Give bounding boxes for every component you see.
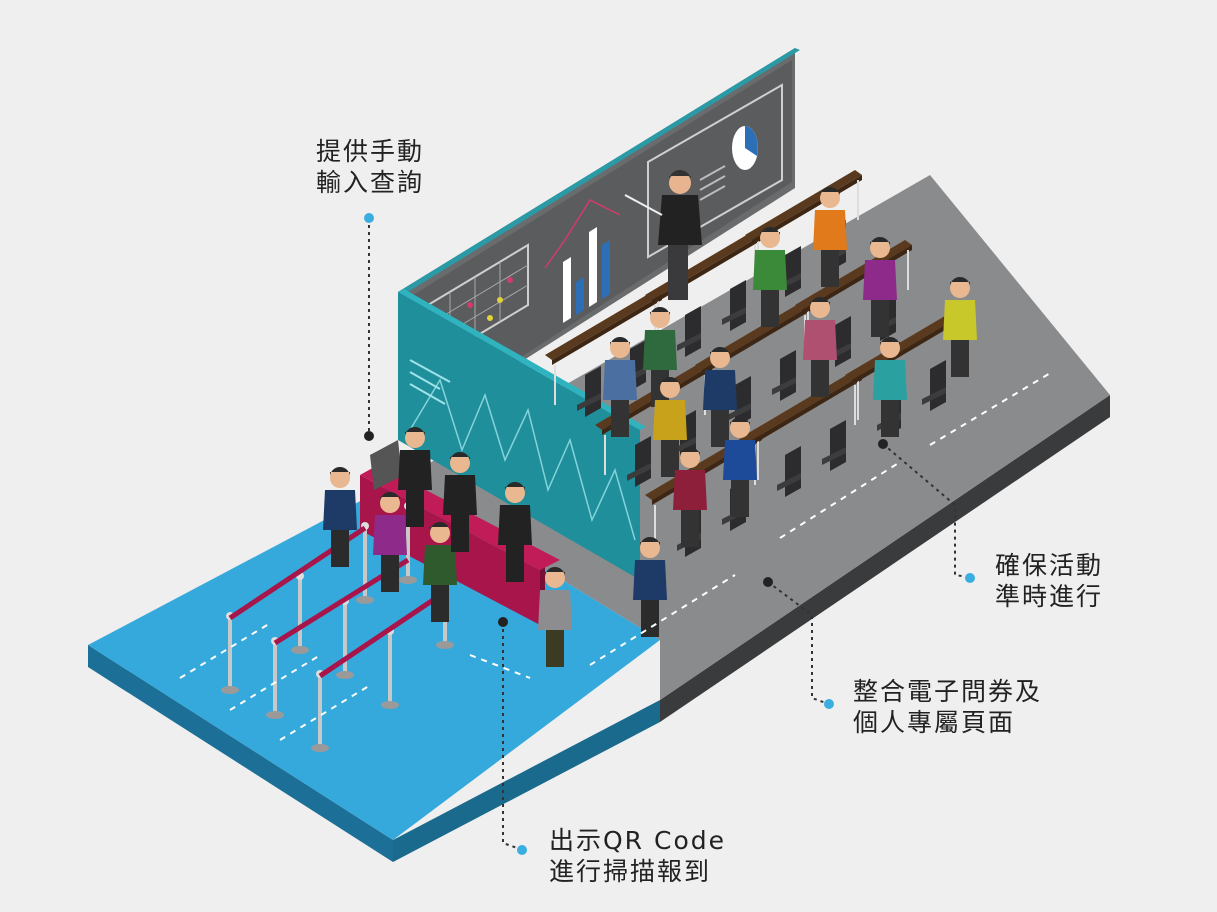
person-figure <box>633 536 667 637</box>
callout-line: 確保活動 <box>995 551 1104 580</box>
person-figure <box>813 186 847 287</box>
flow-arrows <box>179 371 1053 741</box>
callout-line: 輸入查詢 <box>316 168 425 197</box>
desk-top <box>845 310 962 380</box>
people <box>323 186 977 667</box>
person-figure <box>603 336 637 437</box>
person-figure <box>538 566 572 667</box>
person-figure <box>323 466 357 567</box>
callout-on-time: 確保活動 準時進行 <box>995 550 1103 612</box>
person-figure <box>873 336 907 437</box>
presenter <box>624 169 702 300</box>
chair <box>930 360 946 411</box>
entrance-wall <box>398 289 646 580</box>
chair <box>830 420 846 471</box>
person-figure <box>653 376 687 477</box>
callout-survey: 整合電子問券及 個人專屬頁面 <box>853 676 1042 738</box>
chair <box>780 350 796 401</box>
callout-dot-manual <box>364 213 374 223</box>
callout-dot-qr <box>517 845 527 855</box>
anchor-dot-ontime <box>878 439 888 449</box>
callout-line: 進行掃描報到 <box>549 857 712 886</box>
chair <box>835 316 851 367</box>
callout-qr-checkin: 出示QR Code 進行掃描報到 <box>549 825 726 887</box>
person-figure <box>803 296 837 397</box>
anchor-dot-manual <box>364 431 374 441</box>
desk-top <box>745 370 862 440</box>
pie-panel <box>647 83 783 259</box>
projection-screen <box>405 60 792 432</box>
desk-unit <box>545 290 662 417</box>
bar-chart <box>544 199 621 323</box>
desk-top <box>545 290 662 360</box>
anchor-dot-survey <box>763 577 773 587</box>
person-figure <box>373 491 407 592</box>
callout-manual-lookup: 提供手動 輸入查詢 <box>316 136 424 198</box>
laptop <box>370 440 402 490</box>
callout-line: 個人專屬頁面 <box>853 708 1016 737</box>
person-figure <box>498 481 532 582</box>
chair <box>635 436 651 487</box>
chair <box>785 446 801 497</box>
callout-dot-ontime <box>965 573 975 583</box>
callout-leaders <box>368 218 969 850</box>
person-figure <box>443 451 477 552</box>
chair <box>730 280 746 331</box>
person-figure <box>753 226 787 327</box>
person-figure <box>723 416 757 517</box>
person-figure <box>423 521 457 622</box>
person-figure <box>943 276 977 377</box>
anchor-dot-qr <box>498 617 508 627</box>
person-figure <box>863 236 897 337</box>
chair <box>685 306 701 357</box>
queue-rope <box>318 589 447 679</box>
person-figure <box>673 446 707 547</box>
person-figure <box>398 426 432 527</box>
chair <box>785 246 801 297</box>
person-figure <box>703 346 737 447</box>
desk-unit <box>745 370 862 497</box>
callout-line: 提供手動 <box>316 137 425 166</box>
stanchion-post <box>311 670 329 752</box>
callout-line: 出示QR Code <box>549 826 726 855</box>
callout-line: 整合電子問券及 <box>853 677 1043 706</box>
callout-line: 準時進行 <box>995 582 1104 611</box>
chair <box>585 366 601 417</box>
back-wall <box>398 48 800 440</box>
callout-dot-survey <box>824 699 834 709</box>
